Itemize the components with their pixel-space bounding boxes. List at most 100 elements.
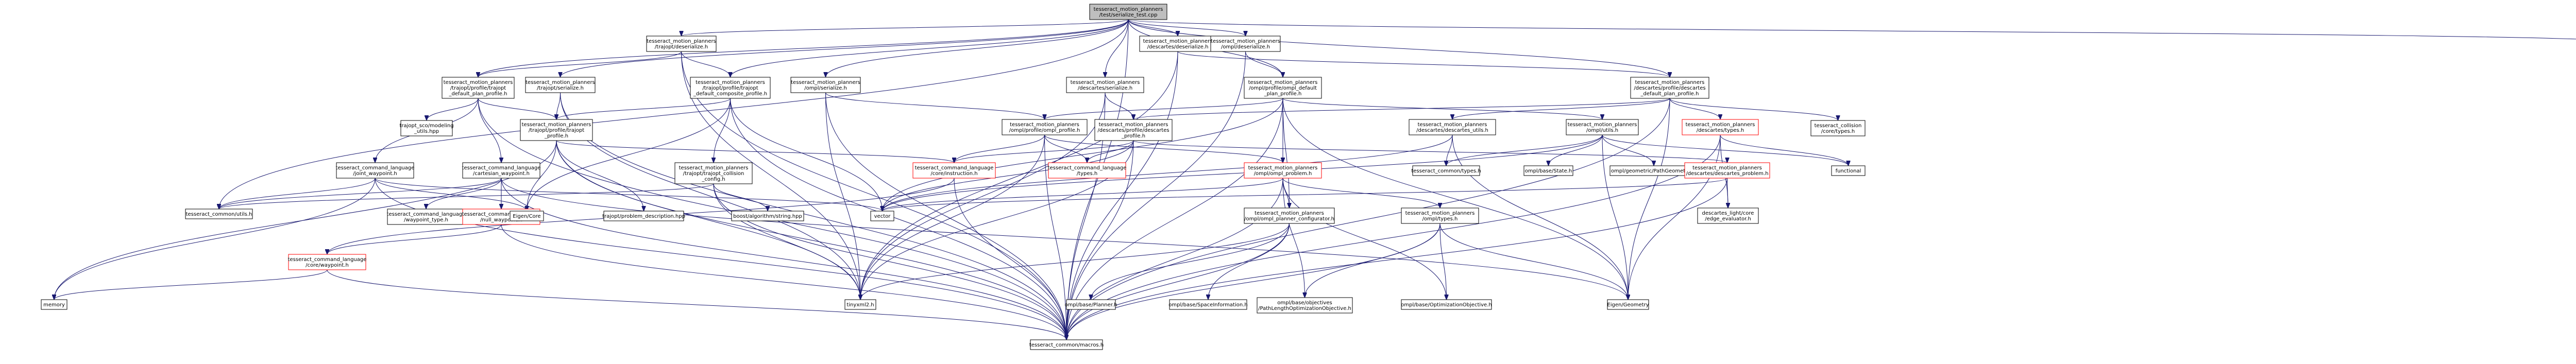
graph-node-common-macros: tesseract_common/macros.h: [1029, 339, 1104, 350]
edge-descartes-problem-to-vector: [883, 178, 1727, 212]
graph-node-ompl-serialize[interactable]: tesseract_motion_planners/ompl/serialize…: [790, 77, 861, 93]
graph-node-trajopt-problem-desc: trajopt/problem_description.hpp: [602, 211, 685, 221]
graph-node-descartes-deserialize[interactable]: tesseract_motion_planners/descartes/dese…: [1139, 36, 1216, 52]
graph-node-cmd-waypoint-type[interactable]: tesseract_command_language/waypoint_type…: [387, 209, 466, 225]
node-box: [674, 162, 753, 184]
graph-node-vector: vector: [870, 211, 894, 221]
graph-node-common-utils: tesseract_common/utils.h: [185, 209, 253, 219]
node-label: tesseract_command_language: [1048, 165, 1127, 171]
node-label: tesseract_command_language: [288, 257, 367, 263]
edge-ompl-deserialize-to-common-macros: [1066, 51, 1246, 340]
node-box: [1810, 120, 1866, 136]
graph-node-ompl-problem[interactable]: tesseract_motion_planners/ompl/ompl_prob…: [1244, 162, 1322, 179]
node-label: Eigen/Core: [513, 214, 540, 219]
node-label: tesseract_motion_planners: [679, 165, 749, 171]
edge-ompl-utils-to-vector: [883, 134, 1603, 211]
graph-node-eigen-core: Eigen/Core: [510, 211, 544, 221]
edge-root-to-trajopt-serialize: [561, 19, 1129, 78]
edge-ompl-default-plan-to-ompl-profile: [1045, 98, 1283, 120]
node-label: /cartesian_waypoint.h: [473, 171, 530, 177]
graph-node-descartes-types[interactable]: tesseract_motion_planners/descartes/type…: [1682, 119, 1759, 135]
edge-descartes-default-plan-to-common-macros: [1066, 98, 1670, 340]
node-label: tesseract_motion_planners: [522, 122, 591, 128]
graph-node-descartes-problem[interactable]: tesseract_motion_planners/descartes/desc…: [1684, 162, 1770, 179]
node-label: ompl/base/Planner.h: [1064, 302, 1117, 308]
edge-ompl-profile-to-ompl-problem: [1044, 134, 1283, 163]
node-label: tesseract_motion_planners: [1248, 165, 1318, 171]
edge-descartes-serialize-to-tinyxml: [860, 92, 1106, 300]
node-box: [844, 299, 876, 310]
node-label: tesseract_motion_planners: [1099, 122, 1168, 128]
node-box: [1139, 36, 1216, 52]
node-label: _utils.hpp: [414, 129, 439, 134]
graph-node-descartes-light-edge: descartes_light/core/edge_evaluator.h: [1697, 207, 1759, 224]
edge-trajopt-default-composite-to-trajopt-collision-config: [714, 98, 731, 163]
graph-node-ompl-utils[interactable]: tesseract_motion_planners/ompl/utils.h: [1566, 119, 1639, 135]
node-label: /descartes/deserialize.h: [1147, 44, 1209, 50]
node-box: [1831, 165, 1866, 176]
graph-node-cmd-joint[interactable]: tesseract_command_language/joint_waypoin…: [336, 162, 415, 179]
edge-cmd-null-waypoint-to-cmd-waypoint: [327, 224, 502, 255]
node-box: [462, 162, 540, 179]
graph-node-trajopt-profile[interactable]: tesseract_motion_planners/trajopt/profil…: [520, 119, 593, 141]
node-label: tesseract_motion_planners: [1635, 80, 1705, 85]
node-label: tesseract_motion_planners: [444, 80, 513, 85]
node-label: tesseract_command_language: [462, 165, 541, 171]
node-box: [1684, 162, 1770, 179]
graph-node-ompl-planner-config[interactable]: tesseract_motion_planners/ompl/ompl_plan…: [1244, 207, 1335, 224]
graph-node-ompl-deserialize[interactable]: tesseract_motion_planners/ompl/deseriali…: [1210, 36, 1281, 52]
node-label: /ompl/deserialize.h: [1221, 44, 1270, 50]
graph-node-trajopt-default-composite[interactable]: tesseract_motion_planners/trajopt/profil…: [690, 77, 771, 99]
graph-node-ompl-default-plan[interactable]: tesseract_motion_planners/ompl/profile/o…: [1244, 77, 1322, 99]
node-label: /trajopt/profile/trajopt: [702, 85, 758, 91]
graph-node-ompl-profile[interactable]: tesseract_motion_planners/ompl/profile/o…: [1002, 119, 1088, 135]
node-label: vector: [874, 214, 891, 219]
graph-node-trajopt-default-plan[interactable]: tesseract_motion_planners/trajopt/profil…: [442, 77, 515, 99]
node-box: [1412, 165, 1480, 176]
graph-node-cmd-instruction[interactable]: tesseract_command_language/core/instruct…: [912, 162, 996, 179]
node-box: [1697, 207, 1759, 224]
node-label: /descartes/profile/descartes: [1097, 128, 1169, 133]
node-label: /descartes/descartes_problem.h: [1686, 171, 1768, 177]
graph-node-cmd-waypoint[interactable]: tesseract_command_language/core/waypoint…: [288, 254, 367, 270]
node-label: /descartes/profile/descartes: [1634, 85, 1705, 91]
edge-descartes-default-plan-to-collision-types: [1669, 98, 1838, 121]
edge-trajopt-default-composite-to-vector: [730, 98, 883, 211]
graph-node-collision-types: tesseract_collision/core/types.h: [1810, 120, 1866, 136]
edge-ompl-profile-to-tinyxml: [860, 134, 1045, 300]
node-label: tesseract_motion_planners: [1094, 7, 1163, 12]
node-label: tesseract_motion_planners: [526, 80, 595, 85]
node-box: [690, 77, 771, 99]
graph-node-ompl-types[interactable]: tesseract_motion_planners/ompl/types.h: [1401, 207, 1479, 224]
edge-descartes-problem-to-common-macros: [1066, 178, 1727, 340]
edge-trajopt-default-composite-to-eigen-core: [527, 98, 731, 211]
node-box: [870, 211, 894, 221]
graph-node-descartes-utils[interactable]: tesseract_motion_planners/descartes/desc…: [1409, 119, 1496, 135]
graph-node-trajopt-deserialize[interactable]: tesseract_motion_planners/trajopt/deseri…: [646, 36, 717, 52]
graph-node-descartes-serialize[interactable]: tesseract_motion_planners/descartes/seri…: [1066, 77, 1144, 93]
graph-node-cmd-cartesian[interactable]: tesseract_command_language/cartesian_way…: [462, 162, 541, 179]
node-label: /types.h: [1077, 171, 1097, 177]
node-label: tesseract_motion_planners: [1686, 122, 1755, 128]
edge-trajopt-collision-config-to-boost-string: [713, 183, 768, 212]
node-label: tinyxml2.h: [846, 302, 874, 308]
graph-node-trajopt-serialize[interactable]: tesseract_motion_planners/trajopt/serial…: [525, 77, 596, 93]
node-box: [1089, 4, 1167, 20]
node-box: [1066, 77, 1144, 93]
node-label: trajopt_sco/modeling: [399, 123, 453, 129]
graph-node-cmd-types[interactable]: tesseract_command_language/types.h: [1048, 162, 1127, 179]
edge-cmd-waypoint-to-common-macros: [327, 269, 1066, 340]
edge-descartes-profile-to-vector: [883, 140, 1134, 211]
graph-node-trajopt-collision-config[interactable]: tesseract_motion_planners/trajopt/trajop…: [674, 162, 753, 184]
node-label: _config.h: [701, 177, 725, 182]
edge-ompl-problem-to-vector: [883, 178, 1283, 212]
graph-node-descartes-default-plan[interactable]: tesseract_motion_planners/descartes/prof…: [1630, 77, 1709, 99]
edge-ompl-types-to-ompl-optobj: [1439, 223, 1447, 300]
node-label: tesseract_motion_planners: [1010, 122, 1079, 128]
node-label: /descartes/descartes_utils.h: [1416, 128, 1488, 133]
graph-node-descartes-profile[interactable]: tesseract_motion_planners/descartes/prof…: [1094, 119, 1173, 141]
node-label: tesseract_motion_planners: [1143, 39, 1213, 44]
node-box: [790, 77, 861, 93]
graph-node-root[interactable]: tesseract_motion_planners/test/serialize…: [1089, 4, 1167, 20]
edge-trajopt-profile-to-eigen-core: [527, 140, 557, 211]
